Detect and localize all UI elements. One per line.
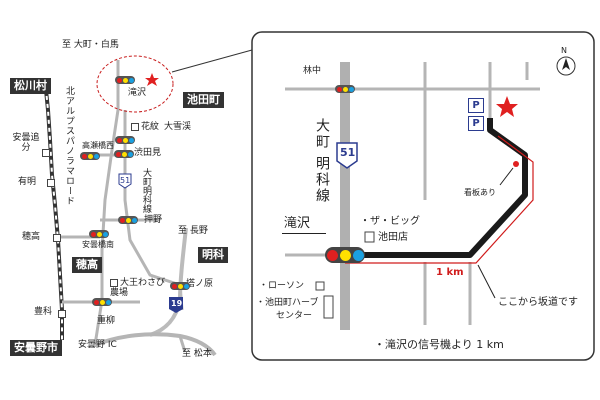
road-ic bbox=[94, 332, 217, 357]
label-oshino: 押野 bbox=[144, 215, 163, 225]
label-tonohara: 塔ノ原 bbox=[186, 279, 214, 289]
route-path bbox=[345, 118, 528, 258]
label-lawson: ・ローソン bbox=[259, 281, 305, 291]
label-route51-small: 51 bbox=[120, 176, 131, 185]
label-takizawa-detail: 滝沢 bbox=[284, 216, 311, 231]
label-the-big: ・ザ・ビッグ bbox=[360, 216, 420, 227]
label-shibutami: 渋田見 bbox=[134, 148, 162, 158]
parking-icon-2: P bbox=[468, 116, 484, 131]
label-toyoshina: 豊科 bbox=[34, 307, 53, 317]
region-azumino: 安曇野市 bbox=[10, 340, 62, 356]
highlight-ellipse bbox=[96, 55, 174, 113]
small-star-icon bbox=[145, 73, 159, 86]
label-ikeda-ten: 池田店 bbox=[378, 232, 408, 243]
region-hotaka: 穂高 bbox=[72, 257, 102, 273]
label-to-nagano: 至 長野 bbox=[178, 226, 208, 236]
parking-icon-1: P bbox=[468, 98, 484, 113]
region-ikeda: 池田町 bbox=[183, 92, 224, 108]
station-hotaka bbox=[53, 234, 61, 242]
label-alps-road: 北アルプスパノラマロード bbox=[64, 86, 74, 206]
route19-shield bbox=[169, 297, 183, 313]
region-akashina: 明科 bbox=[198, 247, 228, 263]
slope-arrow bbox=[477, 264, 496, 299]
label-azumino-ic: 安曇野 IC bbox=[78, 340, 117, 350]
lawson-box bbox=[315, 281, 325, 291]
label-kanban: 看板あり bbox=[464, 188, 496, 197]
road-matsumoto bbox=[178, 335, 187, 353]
route-red-outline bbox=[345, 135, 534, 264]
label-takasebashi: 高瀬橋西 bbox=[82, 141, 114, 150]
connector-line bbox=[171, 49, 253, 73]
takizawa-underline bbox=[282, 233, 326, 234]
kanban-arrow bbox=[499, 167, 514, 186]
label-ariake: 有明 bbox=[18, 177, 37, 187]
label-hotaka-station: 穂高 bbox=[22, 232, 41, 242]
station-azumi-oiwake bbox=[42, 149, 50, 157]
station-ariake bbox=[47, 179, 55, 187]
label-distance: 1 km bbox=[436, 267, 464, 278]
label-road-name-1: 大町 bbox=[314, 118, 330, 150]
route51-shield-small bbox=[118, 173, 132, 189]
label-shigeyanagi: 重柳 bbox=[97, 316, 116, 326]
signal-takizawa-large bbox=[325, 247, 365, 263]
big-star-icon bbox=[496, 96, 518, 117]
label-route51-large: 51 bbox=[340, 146, 356, 159]
railway-line bbox=[43, 79, 64, 340]
label-route19: 19 bbox=[171, 299, 183, 308]
detail-map-frame bbox=[251, 31, 595, 361]
label-azumi-oiwake: 安曇追分 bbox=[12, 133, 40, 153]
kanban-dot bbox=[513, 161, 519, 167]
label-akashina-line: 大町明科線 bbox=[141, 168, 151, 213]
label-daio-wasabi: 大王わさび農場 bbox=[110, 278, 166, 298]
signal-kyohashi bbox=[89, 230, 109, 238]
label-azumi-kyohashi: 安曇橋南 bbox=[82, 240, 114, 249]
signal-rinchu bbox=[335, 85, 355, 93]
signal-takasebashi bbox=[115, 136, 135, 144]
label-slope-note: ここから坂道です bbox=[498, 297, 578, 308]
signal-takizawa-small bbox=[115, 76, 135, 84]
route51-shield-large bbox=[336, 142, 358, 169]
north-arrow-icon bbox=[556, 56, 576, 76]
label-bottom-note: ・滝沢の信号機より 1 km bbox=[374, 338, 504, 351]
label-north-top: 至 大町・白馬 bbox=[62, 40, 119, 50]
label-omeiyu: 大雪渓 bbox=[164, 122, 192, 132]
region-matsukawa: 松川村 bbox=[10, 78, 51, 94]
thebig-box bbox=[364, 231, 375, 243]
label-road-name-2: 明科線 bbox=[314, 156, 330, 204]
label-rinchu: 林中 bbox=[303, 66, 322, 76]
signal-oshino bbox=[118, 216, 138, 224]
north-label: N bbox=[561, 46, 567, 55]
signal-takase-west bbox=[80, 152, 100, 160]
label-herb-center-1: ・池田町ハーブ bbox=[256, 298, 319, 308]
label-to-matsumoto: 至 松本 bbox=[182, 349, 212, 359]
label-takizawa: 滝沢 bbox=[128, 88, 147, 98]
label-hanamon: 花紋 bbox=[131, 122, 159, 132]
label-herb-center-2: センター bbox=[276, 311, 313, 321]
station-toyoshina bbox=[58, 310, 66, 318]
signal-tonohara bbox=[170, 282, 190, 290]
signal-shibutami bbox=[114, 150, 134, 158]
herb-center-box bbox=[323, 295, 334, 319]
signal-shigeyanagi bbox=[92, 298, 112, 306]
